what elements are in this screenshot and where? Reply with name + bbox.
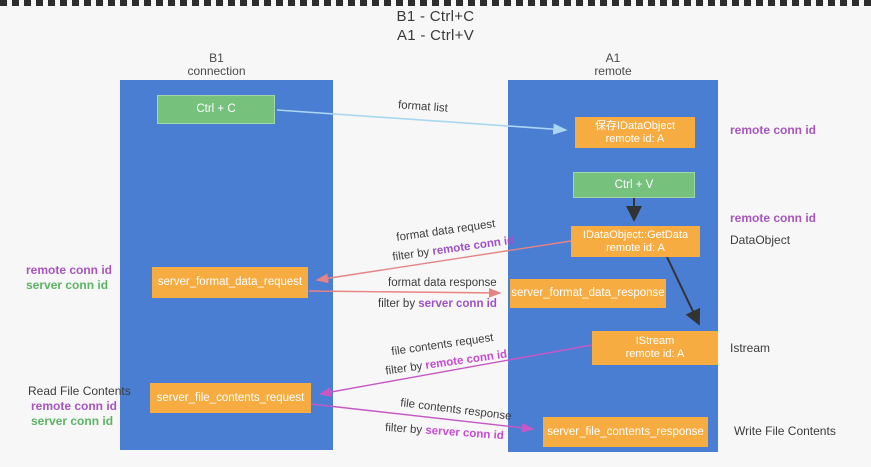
label-format-data-response: format data response [388,277,497,289]
lane-a1-name: A1 [605,51,621,65]
side-server-conn-id-left-1: server conn id [26,278,109,292]
lane-header-a1: A1 remote [508,52,718,78]
node-server-file-contents-response-label: server_file_contents_response [547,425,704,438]
remote-conn-id-highlight: remote conn id [424,348,508,372]
phase-divider-dashed-line [0,0,871,6]
label-filter-by-server-conn-id-2: filter by server conn id [385,422,504,442]
side-server-conn-id-left-2: server conn id [31,414,114,428]
label-file-contents-response: file contents response [399,397,513,423]
label-filter-by-server-conn-id-1: filter by server conn id [378,298,497,310]
node-idataobject-getdata: IDataObject::GetData remote id: A [571,226,700,257]
side-remote-conn-id-left-1: remote conn id [26,263,113,277]
server-conn-id-highlight: server conn id [418,298,497,310]
node-getdata-line1: IDataObject::GetData [582,228,689,241]
filter-by-text: filter by [384,421,426,437]
node-save-idataobject-line2: remote id: A [605,132,665,145]
node-save-idataobject-line1: 保存IDataObject [594,119,676,132]
lane-b1-role: connection [187,64,246,78]
node-ctrl-v-label: Ctrl + V [614,178,654,191]
diagram-title-line2: A1 - Ctrl+V [396,27,475,44]
filter-by-text: filter by [391,245,434,264]
lane-header-b1: B1 connection [110,52,323,78]
node-server-format-data-request: server_format_data_request [152,267,308,298]
diagram-title-line1: B1 - Ctrl+C [396,8,475,25]
node-server-format-data-request-label: server_format_data_request [157,276,303,288]
node-server-file-contents-request-label: server_file_contents_request [156,391,305,404]
server-conn-id-highlight: server conn id [424,424,505,443]
node-ctrl-c-label: Ctrl + C [196,103,236,115]
node-istream-line2: remote id: A [625,348,685,360]
side-remote-conn-id-left-2: remote conn id [31,399,118,413]
node-getdata-line2: remote id: A [606,241,665,254]
lane-b1-name: B1 [209,51,224,65]
node-ctrl-c: Ctrl + C [157,95,275,124]
side-write-file-contents: Write File Contents [734,424,836,438]
side-dataobject: DataObject [730,233,791,247]
label-format-list: format list [397,99,449,115]
node-istream: IStream remote id: A [592,331,718,365]
side-istream: Istream [730,341,771,355]
node-server-format-data-response: server_format_data_response [510,279,666,308]
arrow-format-data-response [308,287,502,298]
remote-conn-id-highlight: remote conn id [431,234,515,258]
side-read-file-contents: Read File Contents [28,384,131,398]
side-remote-conn-id-2: remote conn id [730,211,817,225]
side-remote-conn-id-1: remote conn id [730,123,817,137]
node-server-file-contents-response: server_file_contents_response [543,417,708,447]
node-istream-line1: IStream [635,335,675,347]
node-server-format-data-response-label: server_format_data_response [511,287,665,299]
node-ctrl-v: Ctrl + V [573,172,695,198]
lane-a1-role: remote [594,64,632,78]
node-server-file-contents-request: server_file_contents_request [150,383,311,413]
filter-by-text: filter by [384,359,427,378]
node-save-idataobject: 保存IDataObject remote id: A [575,117,695,148]
filter-by-text: filter by [378,298,419,310]
